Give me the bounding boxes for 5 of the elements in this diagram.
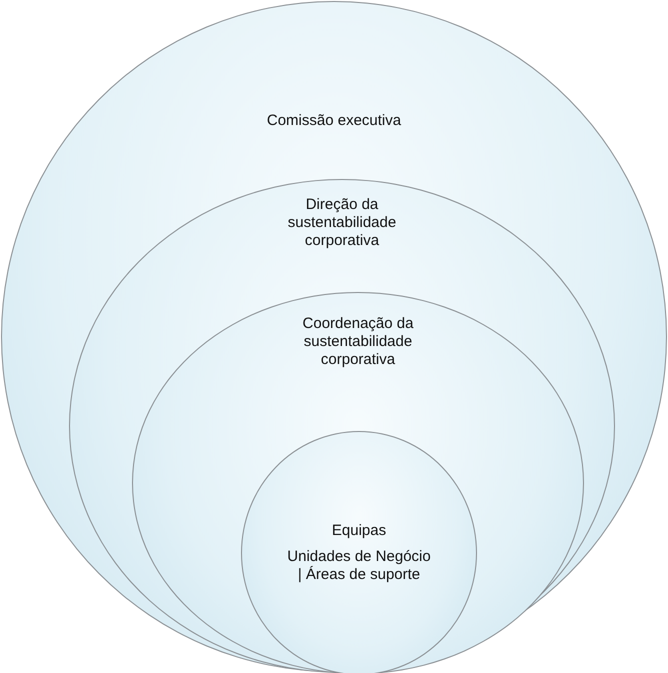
circle-label: Coordenação da sustentabilidade corporativa: [302, 315, 414, 369]
circle-label: Comissão executiva: [266, 112, 402, 130]
circle-label: Unidades de Negócio | Áreas de suporte: [286, 548, 432, 584]
circle-label: Direção da sustentabilidade corporativa: [286, 196, 398, 250]
circle-label: Equipas: [330, 522, 388, 540]
